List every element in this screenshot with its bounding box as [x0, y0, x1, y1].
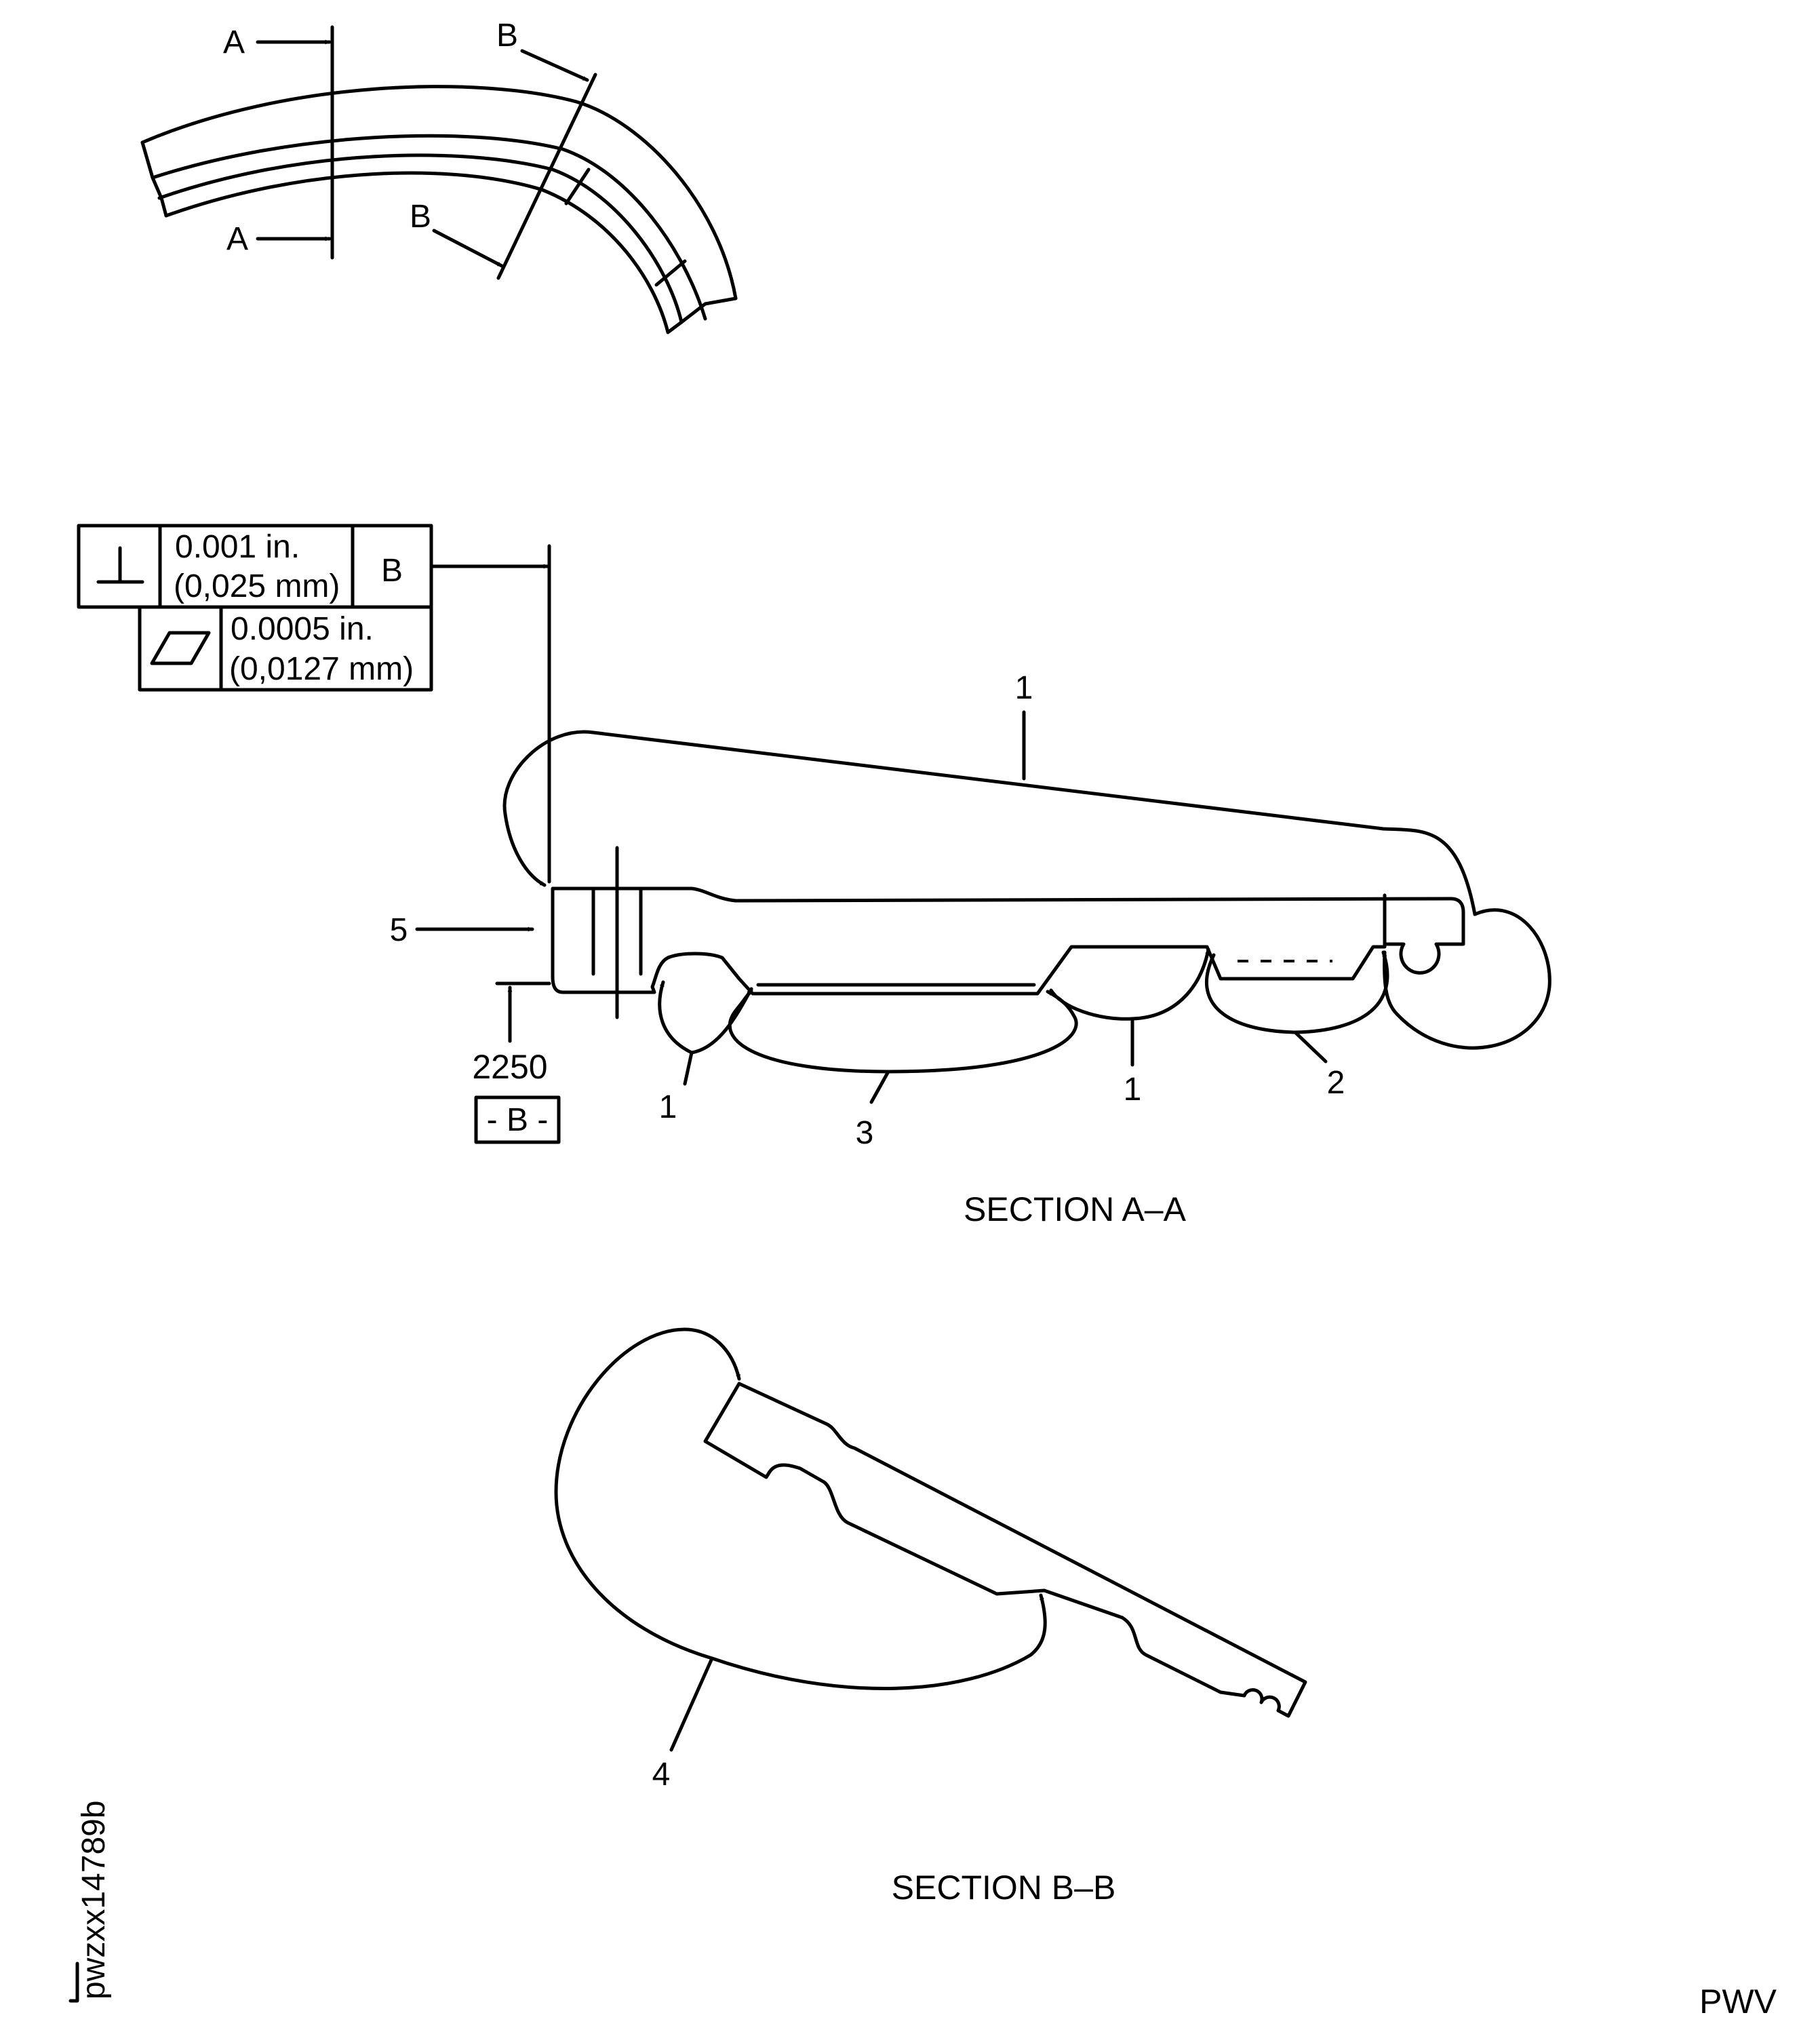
cut-b-top-label: B: [496, 18, 518, 54]
perp-datum: B: [381, 553, 403, 589]
flat-tolerance-in: 0.0005 in.: [231, 611, 374, 647]
callout-4-leader: [669, 1656, 714, 1752]
callout-4-label: 4: [652, 1757, 671, 1793]
section-aa-profile: [551, 886, 1465, 996]
corner-tag: PWV: [1699, 1983, 1777, 2021]
feature-control-frame: 0.001 in. (0,025 mm) B 0.0005 in. (0,012…: [77, 524, 551, 884]
callout-3-leader: [869, 1070, 890, 1104]
callout-3-loop-right: [886, 990, 1078, 1074]
figure-id-block: pwzxx14789b: [68, 1800, 112, 2003]
perp-tolerance-in: 0.001 in.: [175, 529, 300, 565]
flatness-symbol-icon: [150, 631, 211, 665]
perp-tolerance-mm: (0,025 mm): [174, 568, 340, 604]
ring-segment-view: A A B B: [140, 18, 738, 334]
section-bb-title: SECTION B–B: [892, 1869, 1116, 1907]
callout-4-loop-right: [710, 1593, 1047, 1691]
figure-id-bracket: [68, 1961, 79, 2003]
callout-1-top-label: 1: [1015, 670, 1033, 706]
section-aa: 1 5 2250 - B - 1 3 1 2 SECTION A–A: [390, 670, 1551, 1228]
ring-left-end: [140, 140, 168, 218]
callout-3-label: 3: [856, 1115, 874, 1151]
callout-1-mid-loop-right: [1130, 948, 1210, 1021]
ring-rib-2: [654, 259, 687, 287]
cut-b-bottom-arrow: [432, 229, 504, 268]
callout-1-mid-label: 1: [1124, 1072, 1142, 1108]
callout-1-left-label: 1: [659, 1089, 677, 1125]
cut-b-top-arrow: [520, 49, 589, 82]
cut-a-top-label: A: [223, 24, 245, 60]
cut-b-bottom-label: B: [410, 199, 431, 235]
datum-b-label: - B -: [487, 1102, 549, 1138]
callout-2-loop: [1205, 953, 1297, 1034]
callout-2-label: 2: [1327, 1065, 1345, 1101]
perpendicularity-symbol-icon: [96, 546, 144, 584]
ring-rib-1: [564, 168, 591, 206]
ring-inner-edge-1: [151, 134, 707, 321]
datum-b-box: [474, 1095, 561, 1144]
section-aa-title: SECTION A–A: [964, 1190, 1187, 1228]
callout-4-loop: [554, 1327, 741, 1660]
flat-tolerance-mm: (0,0127 mm): [229, 651, 414, 687]
callout-1-mid-loop: [1049, 988, 1134, 1021]
ring-right-end: [666, 296, 738, 334]
ring-inner-edge-3: [164, 171, 670, 334]
ring-outer-edge: [140, 85, 738, 300]
callout-3-loop: [728, 988, 890, 1074]
callout-1-top-loop: [1382, 908, 1551, 1050]
section-bb: 4 SECTION B–B: [554, 1327, 1307, 1907]
cut-line-b: [496, 73, 597, 280]
callout-1-top-loop-left: [502, 730, 1477, 916]
callout-5-label: 5: [390, 912, 408, 948]
figure-id: pwzxx14789b: [76, 1800, 112, 1999]
cut-a-bottom-label: A: [226, 221, 248, 257]
dimension-value: 2250: [472, 1048, 547, 1086]
fcf-flatness-box: [138, 605, 433, 692]
callout-2-loop-right: [1293, 950, 1389, 1034]
section-bb-profile: [703, 1382, 1307, 1718]
callout-2-leader: [1293, 1030, 1328, 1063]
ring-inner-edge-2: [157, 153, 684, 324]
callout-1-left-loop-2: [690, 987, 753, 1055]
callout-1-left-loop: [658, 980, 694, 1055]
callout-1-left-leader: [683, 1051, 694, 1086]
